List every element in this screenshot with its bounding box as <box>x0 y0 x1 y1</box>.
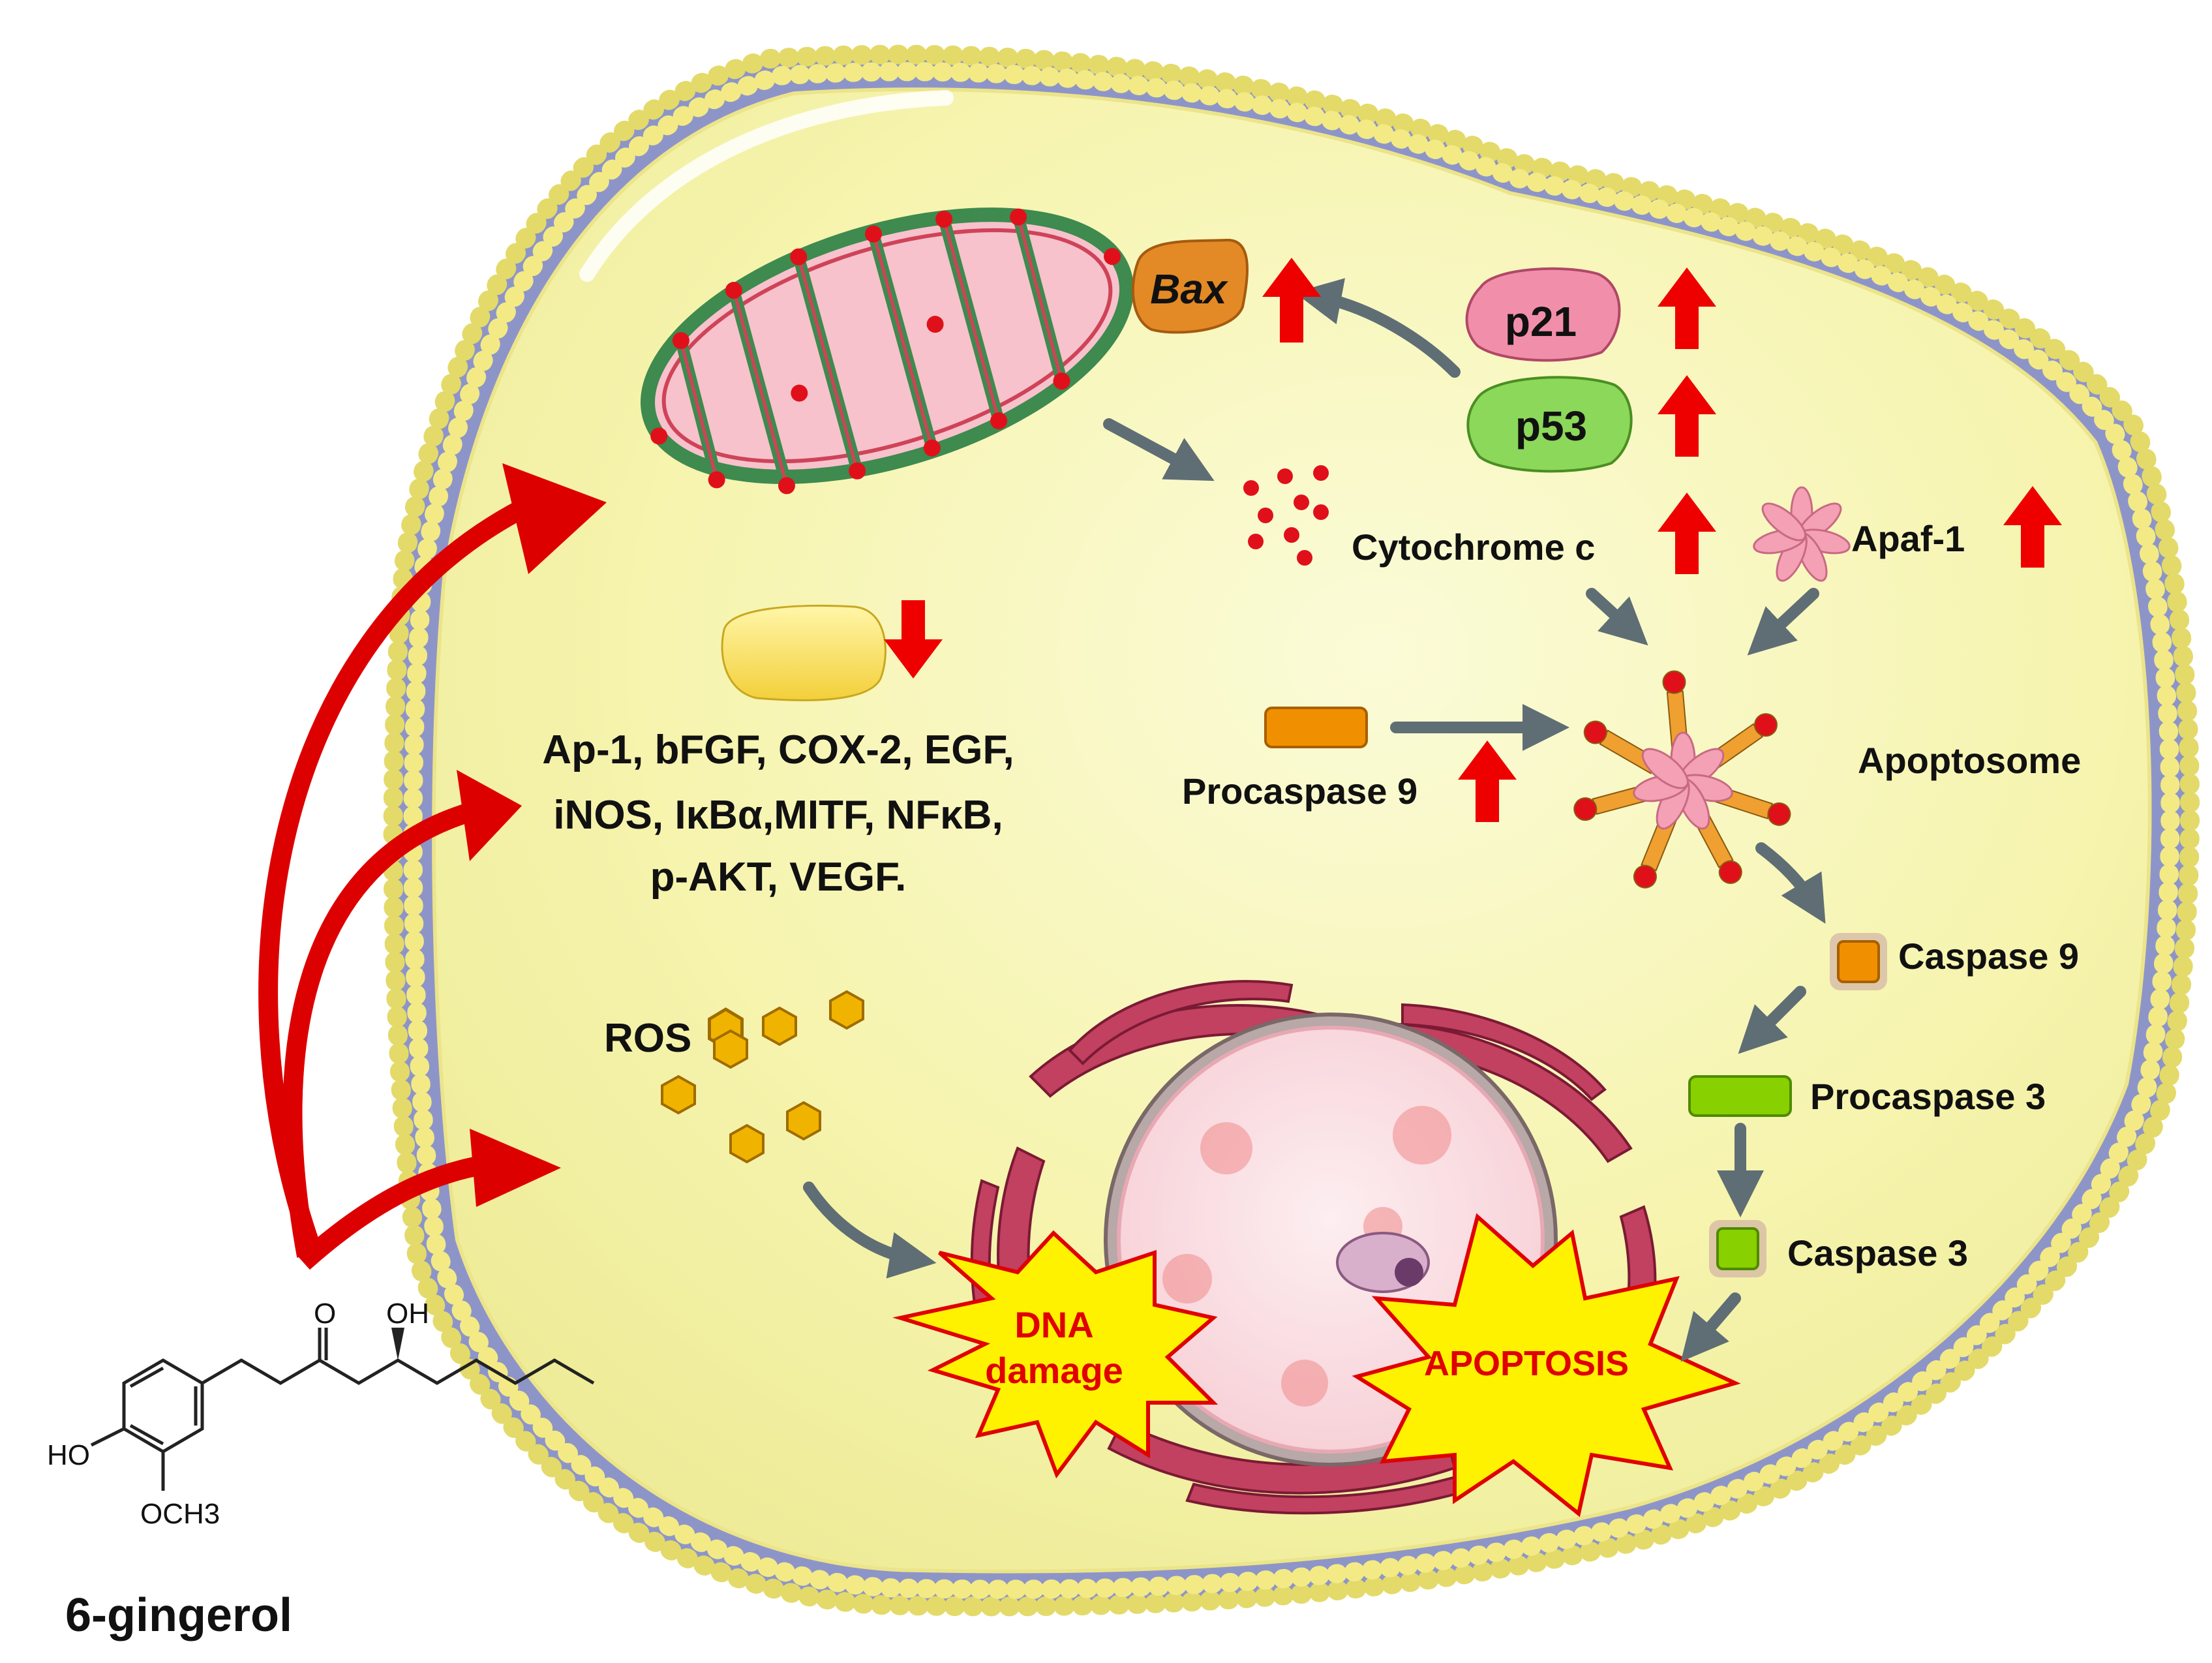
caspase-9-label: Caspase 9 <box>1898 936 2079 977</box>
cytochrome-up-arrow <box>1658 493 1716 574</box>
caspase-3-icon <box>1716 1227 1759 1270</box>
downregulated-down-arrow <box>884 600 943 679</box>
methoxy-label: OCH3 <box>140 1498 220 1530</box>
arrow-cytochrome-to-apoptosome <box>1586 588 1648 646</box>
downregulated-line-2: iNOS, IκBα,MITF, NFκB, <box>553 793 1003 838</box>
cell-highlight <box>579 90 954 282</box>
apoptosome-label: Apoptosome <box>1858 740 2081 781</box>
effect-arrow-to-nucleus <box>297 1155 488 1270</box>
dna-damage-burst: DNA damage <box>892 1230 1219 1479</box>
apaf-up-arrow <box>2003 486 2062 568</box>
cell-membrane-inner <box>403 62 2180 1599</box>
arrow-apaf-to-apoptosome <box>1747 588 1819 656</box>
gingerol-effect-arrows <box>258 463 607 1270</box>
flow-arrows <box>803 278 1826 1362</box>
gingerol-labels: O OH HO OCH3 6-gingerol <box>47 1298 429 1641</box>
ros-label: ROS <box>604 1016 691 1061</box>
procaspase-9-icon <box>1264 707 1368 748</box>
dna-damage-line-2: damage <box>985 1350 1123 1391</box>
caspase-9-icon <box>1837 940 1880 983</box>
apoptosis-burst: APOPTOSIS <box>1352 1213 1741 1518</box>
arrow-caspase9-to-procaspase3 <box>1738 986 1806 1054</box>
p21-protein: p21 <box>1465 267 1621 362</box>
arrow-mito-to-cytochrome <box>1103 418 1215 481</box>
dna-damage-line-1: DNA <box>1014 1304 1093 1345</box>
p21-label: p21 <box>1505 298 1577 345</box>
p21-up-arrow <box>1658 267 1716 349</box>
arrow-ros-to-dna <box>803 1182 937 1279</box>
procaspase-9-label: Procaspase 9 <box>1182 770 1417 812</box>
downregulated-protein-blob <box>721 604 886 701</box>
apoptosis-label: APOPTOSIS <box>1424 1344 1629 1383</box>
bax-up-arrow <box>1262 258 1321 343</box>
apaf-1-icon <box>1753 486 1851 582</box>
downregulated-line-3: p-AKT, VEGF. <box>650 855 907 900</box>
nucleolus <box>1336 1232 1430 1293</box>
apoptosome <box>1573 670 1791 889</box>
phenol-label: HO <box>47 1439 90 1471</box>
procaspase-3-label: Procaspase 3 <box>1810 1076 2046 1117</box>
arrow-caspase3-to-apoptosis <box>1680 1292 1741 1362</box>
p53-up-arrow <box>1658 375 1716 457</box>
mitochondrion <box>641 207 1134 495</box>
effect-arrowhead-targets <box>457 770 522 861</box>
bax-label: Bax <box>1150 266 1228 313</box>
arrow-apoptosome-to-caspase9 <box>1755 842 1826 924</box>
arrow-p53-to-bax <box>1294 278 1461 378</box>
p53-protein: p53 <box>1466 376 1633 473</box>
ketone-o-label: O <box>314 1298 336 1330</box>
effect-arrowhead-mitochondria <box>502 463 607 574</box>
downregulated-line-1: Ap-1, bFGF, COX-2, EGF, <box>542 727 1014 772</box>
cytochrome-c-molecules <box>1243 465 1329 566</box>
bax-protein: Bax <box>1131 238 1249 334</box>
effect-arrowhead-nucleus <box>470 1129 561 1207</box>
apaf-1-label: Apaf-1 <box>1851 518 1965 559</box>
p53-label: p53 <box>1515 403 1587 450</box>
compound-name: 6-gingerol <box>65 1589 292 1641</box>
hydroxyl-label: OH <box>386 1298 429 1330</box>
effect-arrow-to-targets <box>282 802 473 1258</box>
effect-arrow-to-mitochondria <box>258 500 526 1257</box>
regulation-arrows <box>884 258 2062 822</box>
downregulated-targets-text: Ap-1, bFGF, COX-2, EGF, iNOS, IκBα,MITF,… <box>542 727 1014 900</box>
cytochrome-c-label: Cytochrome c <box>1352 526 1595 568</box>
ros-hexagons <box>661 990 864 1164</box>
caspase-3-label: Caspase 3 <box>1787 1232 1968 1274</box>
procaspase9-up-arrow <box>1458 740 1517 822</box>
gingerol-structure <box>90 1328 595 1491</box>
procaspase-3-icon <box>1688 1075 1792 1117</box>
